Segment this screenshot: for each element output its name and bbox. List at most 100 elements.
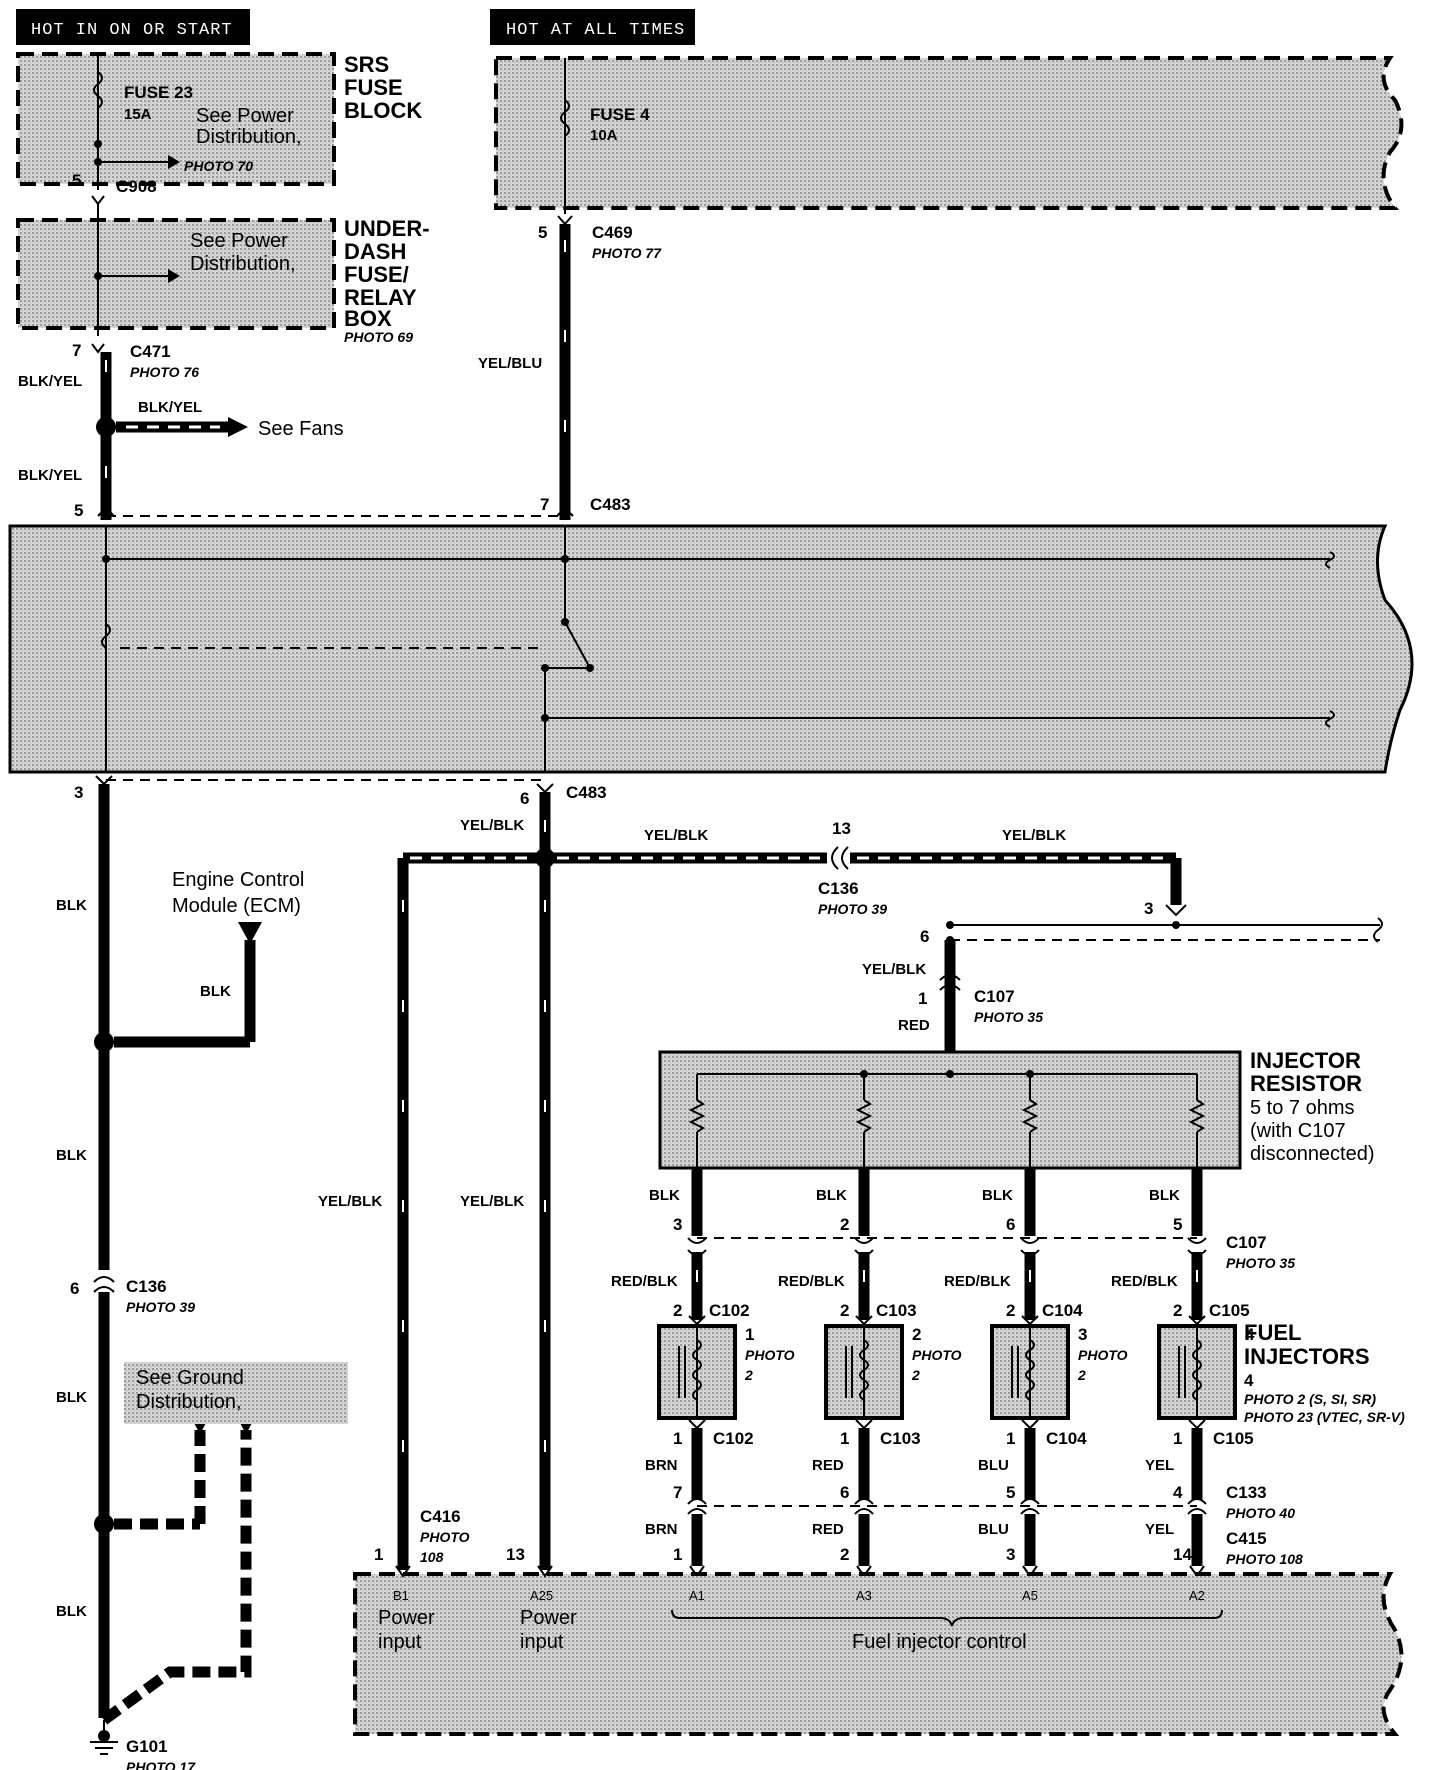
- svg-text:Module (ECM): Module (ECM): [172, 895, 301, 917]
- svg-text:BLK/YEL: BLK/YEL: [18, 373, 82, 390]
- wire-label: BRN: [645, 1457, 678, 1474]
- connector-label: C102: [713, 1429, 754, 1448]
- connector-label: C105: [1209, 1301, 1250, 1320]
- svg-text:10A: 10A: [590, 127, 618, 144]
- wire-label: BRN: [645, 1521, 678, 1538]
- svg-text:PHOTO 40: PHOTO 40: [1226, 1505, 1295, 1521]
- middle-relay-box: [8, 524, 1414, 774]
- c107-feed-line: 6 YEL/BLK 1 C107 PHOTO 35 RED: [862, 917, 1383, 1052]
- pin-label: 2: [840, 1215, 849, 1234]
- photo-label: 2: [911, 1367, 920, 1383]
- pin-label: 2: [1006, 1301, 1015, 1320]
- wire-label: YEL: [1145, 1457, 1174, 1474]
- pin-label: 2: [840, 1301, 849, 1320]
- svg-text:C908: C908: [116, 177, 157, 196]
- svg-text:BLK/YEL: BLK/YEL: [18, 467, 82, 484]
- wire-label: BLK: [1149, 1187, 1180, 1204]
- photo-label: 2: [1077, 1367, 1086, 1383]
- svg-text:YEL/BLK: YEL/BLK: [862, 961, 926, 978]
- pin-label: 3: [1006, 1545, 1015, 1564]
- wire-label: BLK: [649, 1187, 680, 1204]
- photo-label: 2: [744, 1367, 753, 1383]
- svg-text:YEL/BLK: YEL/BLK: [1002, 827, 1066, 844]
- yel-blu-wire: YEL/BLU 5 C469 PHOTO 77 7 C483: [478, 215, 662, 520]
- svg-text:See Power: See Power: [196, 105, 294, 127]
- svg-text:C415: C415: [1226, 1529, 1267, 1548]
- svg-text:5: 5: [538, 223, 547, 242]
- photo-label: PHOTO: [1078, 1347, 1128, 1363]
- svg-text:See Ground: See Ground: [136, 1367, 244, 1389]
- svg-text:PHOTO 35: PHOTO 35: [1226, 1255, 1295, 1271]
- svg-text:SRS: SRS: [344, 52, 389, 77]
- svg-text:C471: C471: [130, 342, 171, 361]
- underdash-fuse-relay-box: See Power Distribution, UNDER- DASH FUSE…: [16, 195, 430, 345]
- svg-text:disconnected): disconnected): [1250, 1143, 1375, 1165]
- svg-text:PHOTO 108: PHOTO 108: [1226, 1551, 1303, 1567]
- svg-text:G101: G101: [126, 1737, 168, 1756]
- pin-label: 2: [673, 1301, 682, 1320]
- svg-text:6: 6: [920, 927, 929, 946]
- pin-label: 1: [1173, 1429, 1182, 1448]
- yel-blk-wire: YEL/BLK YEL/BLK YEL/BLK YEL/BLK YEL/BLK …: [318, 783, 1187, 1570]
- svg-text:PHOTO 70: PHOTO 70: [184, 158, 253, 174]
- svg-text:BLK: BLK: [56, 1147, 87, 1164]
- svg-text:PHOTO 2 (S, SI, SR): PHOTO 2 (S, SI, SR): [1244, 1391, 1376, 1407]
- pin-label: 2: [840, 1545, 849, 1564]
- ecm-pin-label: A1: [689, 1588, 705, 1603]
- wire-label: RED/BLK: [1111, 1273, 1178, 1290]
- svg-text:(with C107: (with C107: [1250, 1120, 1346, 1142]
- svg-text:input: input: [378, 1631, 422, 1653]
- pin-label: 6: [840, 1483, 849, 1502]
- wire-label: RED: [812, 1457, 844, 1474]
- connector-label: C103: [876, 1301, 917, 1320]
- svg-text:Power: Power: [378, 1607, 435, 1629]
- svg-text:13: 13: [506, 1545, 525, 1564]
- svg-text:FUSE/: FUSE/: [344, 262, 409, 287]
- pin-label: 7: [673, 1483, 682, 1502]
- svg-text:1: 1: [374, 1545, 383, 1564]
- svg-text:PHOTO 77: PHOTO 77: [592, 245, 662, 261]
- svg-text:BLOCK: BLOCK: [344, 98, 422, 123]
- svg-text:INJECTORS: INJECTORS: [1244, 1344, 1370, 1369]
- ecm-pin-label: A5: [1022, 1588, 1038, 1603]
- svg-text:HOT IN ON OR START: HOT IN ON OR START: [31, 21, 233, 40]
- connector-label: C104: [1042, 1301, 1083, 1320]
- svg-text:C469: C469: [592, 223, 633, 242]
- svg-text:Engine Control: Engine Control: [172, 869, 304, 891]
- svg-text:C416: C416: [420, 1507, 461, 1526]
- svg-text:A25: A25: [530, 1588, 553, 1603]
- connector-label: C102: [709, 1301, 750, 1320]
- svg-text:See Fans: See Fans: [258, 418, 344, 440]
- svg-text:FUSE 4: FUSE 4: [590, 105, 650, 124]
- svg-text:PHOTO 76: PHOTO 76: [130, 364, 199, 380]
- svg-text:PHOTO 39: PHOTO 39: [818, 901, 887, 917]
- svg-text:YEL/BLU: YEL/BLU: [478, 355, 542, 372]
- ground-distribution-note: See Ground Distribution,: [124, 1362, 348, 1424]
- svg-text:Distribution,: Distribution,: [136, 1391, 242, 1413]
- svg-text:RESISTOR: RESISTOR: [1250, 1071, 1362, 1096]
- injector-number: 4: [1245, 1325, 1255, 1344]
- svg-text:YEL/BLK: YEL/BLK: [460, 1193, 524, 1210]
- svg-text:C133: C133: [1226, 1483, 1267, 1502]
- svg-text:6: 6: [520, 789, 529, 808]
- svg-text:UNDER-: UNDER-: [344, 216, 430, 241]
- blk-yel-wire: BLK/YEL BLK/YEL BLK/YEL See Fans 7 C471 …: [18, 341, 344, 520]
- svg-text:C136: C136: [818, 879, 859, 898]
- wire-label: BLK: [816, 1187, 847, 1204]
- svg-text:BLK: BLK: [56, 1389, 87, 1406]
- wire-label: BLU: [978, 1457, 1009, 1474]
- pin-label: 6: [1006, 1215, 1015, 1234]
- wire-label: YEL: [1145, 1521, 1174, 1538]
- pin-label: 14: [1173, 1545, 1192, 1564]
- battery-fuse-box: FUSE 4 10A: [494, 56, 1404, 214]
- svg-text:PHOTO 17: PHOTO 17: [126, 1759, 196, 1770]
- photo-label: PHOTO: [912, 1347, 962, 1363]
- svg-text:7: 7: [540, 495, 549, 514]
- svg-text:C107: C107: [974, 987, 1015, 1006]
- svg-text:RELAY: RELAY: [344, 285, 417, 310]
- svg-text:C136: C136: [126, 1277, 167, 1296]
- photo-label: PHOTO: [745, 1347, 795, 1363]
